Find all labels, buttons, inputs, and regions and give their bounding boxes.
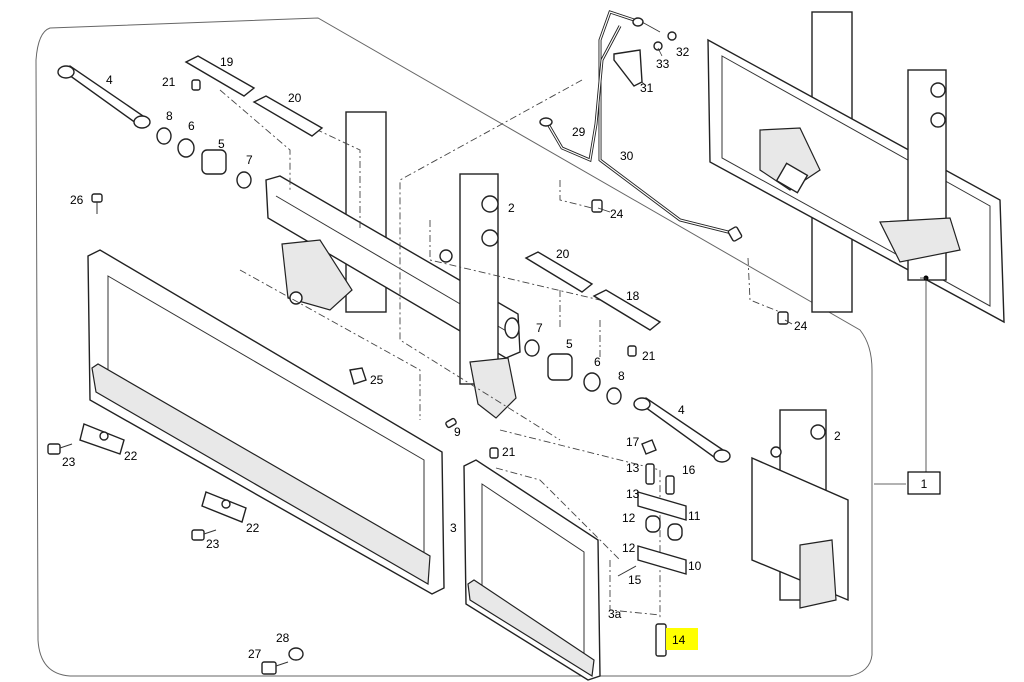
callout-17: 17 <box>626 435 640 449</box>
callout-32: 32 <box>676 45 690 59</box>
callout-labels: 2 2 3 3a 4 4 5 5 6 6 7 7 8 8 9 10 11 12 … <box>62 45 841 661</box>
callout-3a: 3a <box>608 607 622 621</box>
hydraulic-lines <box>539 10 743 242</box>
callout-20: 20 <box>556 247 570 261</box>
callout-13: 13 <box>626 487 640 501</box>
callout-20: 20 <box>288 91 302 105</box>
carriage-detail <box>751 409 849 609</box>
callout-21: 21 <box>642 349 656 363</box>
highlight-marker <box>666 628 698 650</box>
callout-11: 11 <box>688 509 701 523</box>
callout-16: 16 <box>682 463 696 477</box>
callout-31: 31 <box>640 81 654 95</box>
callout-21: 21 <box>502 445 516 459</box>
callout-5: 5 <box>566 337 573 351</box>
callout-8: 8 <box>166 109 173 123</box>
callout-29: 29 <box>572 125 586 139</box>
callout-12: 12 <box>622 511 636 525</box>
callout-23: 23 <box>206 537 220 551</box>
callout-23: 23 <box>62 455 76 469</box>
rings-and-bushings <box>156 127 622 405</box>
callout-27: 27 <box>248 647 262 661</box>
callout-6: 6 <box>594 355 601 369</box>
pin-parts-4 <box>57 65 731 463</box>
assembly-box: 1 <box>907 471 941 495</box>
callout-2: 2 <box>834 429 841 443</box>
callout-18: 18 <box>626 289 640 303</box>
callout-2: 2 <box>508 201 515 215</box>
callout-6: 6 <box>188 119 195 133</box>
callout-33: 33 <box>656 57 670 71</box>
carriage-beam <box>265 111 521 419</box>
leader-lines <box>597 21 927 485</box>
callout-22: 22 <box>246 521 260 535</box>
callout-10: 10 <box>688 559 702 573</box>
callout-7: 7 <box>536 321 543 335</box>
callout-24: 24 <box>794 319 808 333</box>
callout-24: 24 <box>610 207 624 221</box>
slide-plates <box>184 55 662 331</box>
callout-21: 21 <box>162 75 176 89</box>
bracket-assembly <box>617 439 687 657</box>
callout-5: 5 <box>218 137 225 151</box>
callout-7: 7 <box>246 153 253 167</box>
callout-25: 25 <box>370 373 384 387</box>
fork-frame-3a <box>463 459 601 681</box>
callout-13: 13 <box>626 461 640 475</box>
callout-3: 3 <box>450 521 457 535</box>
callout-9: 9 <box>454 425 461 439</box>
fasteners <box>47 79 789 675</box>
callout-8: 8 <box>618 369 625 383</box>
callout-14: 14 <box>672 633 686 647</box>
callout-30: 30 <box>620 149 634 163</box>
callout-4: 4 <box>106 73 113 87</box>
assembly-label: 1 <box>921 477 928 491</box>
callout-15: 15 <box>628 573 642 587</box>
callout-28: 28 <box>276 631 290 645</box>
assembly-boundary <box>35 17 873 677</box>
callout-4: 4 <box>678 403 685 417</box>
callout-26: 26 <box>70 193 84 207</box>
fork-frame-3 <box>87 249 445 595</box>
callout-12: 12 <box>622 541 636 555</box>
callout-19: 19 <box>220 55 234 69</box>
callout-22: 22 <box>124 449 138 463</box>
carriage-overview <box>707 11 1005 324</box>
